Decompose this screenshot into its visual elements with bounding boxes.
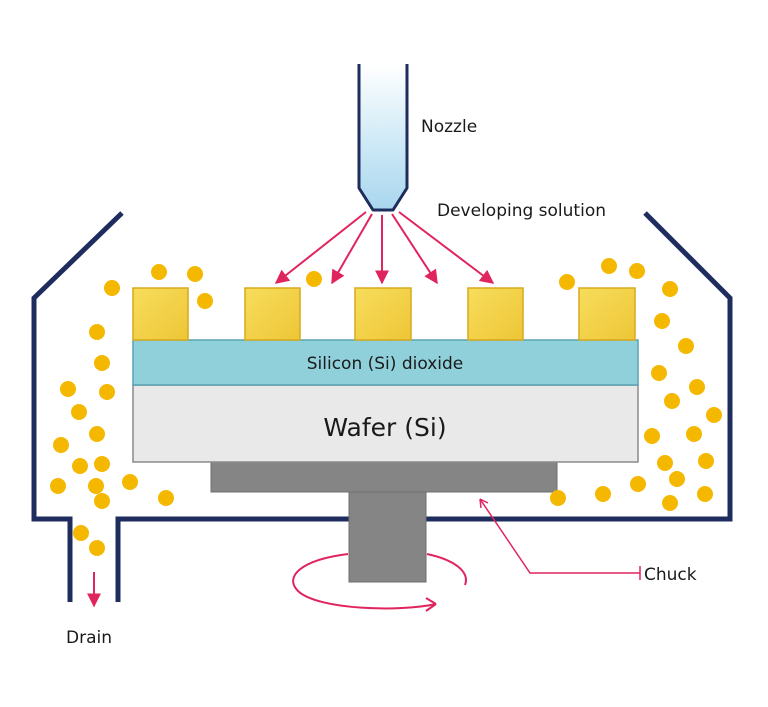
developing-solution-label: Developing solution bbox=[437, 201, 606, 221]
resist-block bbox=[578, 287, 636, 341]
nozzle bbox=[357, 64, 409, 212]
chamber-wall-left bbox=[31, 211, 124, 602]
spray-arrow bbox=[331, 213, 373, 285]
drain-label: Drain bbox=[66, 628, 112, 648]
spray-arrow bbox=[391, 213, 438, 285]
resist-block bbox=[467, 287, 524, 341]
photoresist-blocks bbox=[132, 287, 636, 341]
rotation-arrow bbox=[292, 553, 467, 612]
resist-block bbox=[244, 287, 301, 341]
chuck-label: Chuck bbox=[644, 565, 697, 585]
developing-solution-arrows bbox=[274, 211, 495, 285]
wafer-label: Wafer (Si) bbox=[323, 413, 446, 442]
spray-arrow bbox=[398, 211, 495, 284]
silicon-dioxide-label: Silicon (Si) dioxide bbox=[307, 354, 464, 374]
resist-block bbox=[132, 287, 189, 341]
spray-arrow bbox=[274, 211, 367, 284]
wafer bbox=[132, 384, 639, 463]
developer-chamber bbox=[31, 211, 733, 602]
silicon-dioxide-layer bbox=[132, 339, 639, 386]
chuck-callout bbox=[479, 498, 641, 580]
developer-droplets bbox=[50, 258, 722, 556]
chamber-wall-right bbox=[115, 211, 733, 602]
resist-block bbox=[354, 287, 412, 341]
chuck bbox=[210, 461, 558, 583]
nozzle-label: Nozzle bbox=[421, 117, 477, 137]
